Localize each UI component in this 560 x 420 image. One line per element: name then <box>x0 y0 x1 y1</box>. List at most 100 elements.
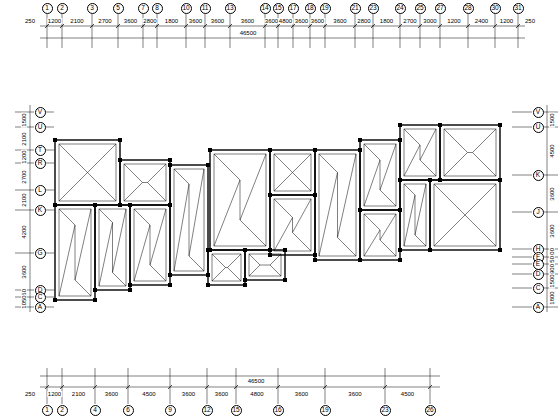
beam-line <box>404 184 426 246</box>
axis-bubble: 23 <box>368 3 379 14</box>
dimension-tick <box>234 385 238 389</box>
dimension-tick <box>308 24 312 28</box>
dimension-tick <box>116 24 120 28</box>
axis-line <box>62 368 63 404</box>
axis-number: 23 <box>369 5 376 12</box>
hip-line <box>212 254 226 268</box>
hip-line <box>59 144 88 173</box>
dimension-text: 2400 <box>474 18 489 24</box>
axis-bubble: 4 <box>90 405 101 416</box>
dimension-line <box>40 38 525 39</box>
dimension-text: 3600 <box>294 391 309 397</box>
axis-number: E <box>536 261 540 268</box>
beam-line <box>134 209 166 281</box>
axis-line <box>512 274 532 275</box>
dimension-text: 2100 <box>71 391 86 397</box>
axis-number: 26 <box>426 407 433 414</box>
axis-line <box>512 112 532 113</box>
axis-line <box>46 163 54 164</box>
hip-line <box>59 225 75 296</box>
column <box>243 248 247 252</box>
dimension-line <box>40 26 525 27</box>
axis-bubble: 16 <box>273 405 284 416</box>
dimension-text: 2800 <box>356 18 371 24</box>
dimension-tick <box>228 24 232 28</box>
hip-line <box>249 254 260 265</box>
column <box>128 288 132 292</box>
column <box>268 193 272 197</box>
dimension-text: 3600 <box>310 18 325 24</box>
column <box>398 123 402 127</box>
axis-bubble: A <box>35 302 46 313</box>
axis-number: 5 <box>116 5 120 12</box>
hip-line <box>319 173 338 257</box>
axis-number: 16 <box>274 407 281 414</box>
axis-bubble: 12 <box>202 405 213 416</box>
axis-number: 2 <box>60 5 64 12</box>
axis-bubble: 7 <box>138 3 149 14</box>
hip-line <box>468 152 473 153</box>
column <box>358 138 362 142</box>
dimension-text: 1500 <box>549 273 555 288</box>
axis-line <box>518 14 519 48</box>
axis-number: 6 <box>126 407 130 414</box>
dimension-text: 1200 <box>499 18 514 24</box>
column <box>208 148 212 152</box>
axis-bubble: K <box>533 170 544 181</box>
hip-line <box>214 154 240 180</box>
axis-line <box>207 368 208 404</box>
dimension-tick <box>184 24 188 28</box>
dimension-tick <box>276 385 280 389</box>
dimension-text: 4500 <box>549 143 555 158</box>
hip-line <box>240 180 241 220</box>
column <box>118 203 122 207</box>
axis-number: J <box>536 209 539 216</box>
axis-bubble: 10 <box>181 3 192 14</box>
column <box>398 178 402 182</box>
hip-line <box>274 173 293 192</box>
dimension-text: 1800 <box>379 18 394 24</box>
dimension-tick <box>155 24 159 28</box>
wall <box>400 180 430 250</box>
hip-line <box>75 225 76 280</box>
axis-bubble: 6 <box>123 405 134 416</box>
hip-line <box>270 254 281 265</box>
wall <box>360 140 400 210</box>
column <box>428 248 432 252</box>
axis-number: 15 <box>232 407 239 414</box>
hip-line <box>226 267 228 268</box>
axis-number: G <box>37 250 42 257</box>
dimension-text: 4800 <box>249 391 264 397</box>
wall <box>270 150 315 195</box>
column <box>283 278 287 282</box>
axis-bubble: 18 <box>305 3 316 14</box>
column <box>168 158 172 162</box>
beam-line <box>99 209 126 286</box>
axis-bubble: 31 <box>513 3 524 14</box>
axis-line <box>46 210 54 211</box>
column <box>268 148 272 152</box>
dimension-tick <box>45 24 49 28</box>
hip-line <box>212 268 226 282</box>
axis-bubble: G <box>35 248 46 259</box>
axis-bubble: 1 <box>42 405 53 416</box>
dimension-text: 1800 <box>164 18 179 24</box>
hip-line <box>319 154 338 173</box>
hip-line <box>274 154 293 173</box>
column <box>268 193 272 197</box>
hip-line <box>214 180 240 246</box>
wall <box>208 250 245 285</box>
beam-line <box>249 254 281 276</box>
column <box>358 208 362 212</box>
axis-line <box>186 14 187 48</box>
axis-number: 31 <box>514 5 521 12</box>
column <box>128 203 132 207</box>
column <box>168 273 172 277</box>
dimension-text: 1800 <box>549 290 555 305</box>
axis-bubble: 8 <box>152 3 163 14</box>
axis-number: 7 <box>141 5 145 12</box>
hip-line <box>240 154 266 220</box>
dimension-text: 3600 <box>210 18 225 24</box>
